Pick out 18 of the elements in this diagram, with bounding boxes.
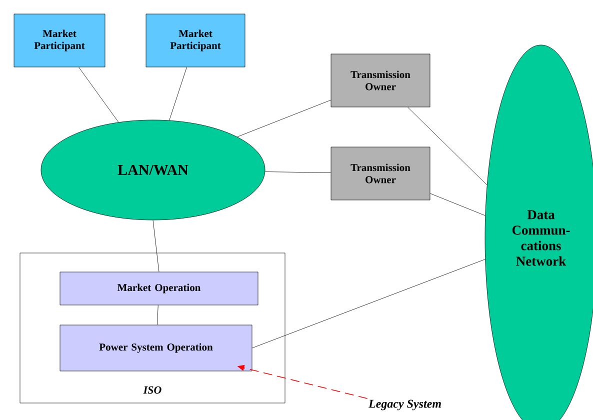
participant-box: Market Participant bbox=[14, 14, 106, 68]
system-frame bbox=[20, 252, 286, 404]
operation-box: Market Operation bbox=[60, 272, 258, 306]
connector-line bbox=[78, 67, 119, 122]
owner-box: Transmission Owner bbox=[330, 54, 430, 108]
connector-line bbox=[156, 305, 158, 325]
callout-text: Legacy System bbox=[368, 400, 441, 410]
operation-box: Power System Operation bbox=[60, 324, 252, 372]
connector-line bbox=[237, 100, 331, 138]
participant-box: Market Participant bbox=[146, 14, 246, 68]
connector-line bbox=[252, 259, 486, 348]
connector-line bbox=[169, 67, 187, 121]
connector-line bbox=[152, 220, 160, 272]
connector-line bbox=[408, 107, 488, 186]
owner-box: Transmission Owner bbox=[330, 146, 430, 200]
frame-label: ISO bbox=[143, 386, 162, 394]
connector-line bbox=[430, 193, 486, 216]
connector-line bbox=[264, 172, 331, 173]
